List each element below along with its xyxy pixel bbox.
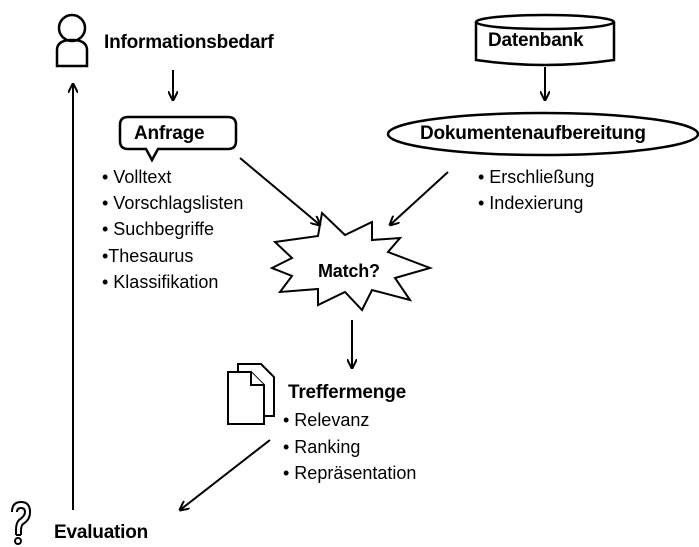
arrow-anfrage-to-match bbox=[239, 157, 320, 225]
dokumentenaufbereitung-label: Dokumentenaufbereitung bbox=[420, 123, 646, 144]
arrow-dokument-to-match bbox=[390, 171, 449, 225]
person-icon bbox=[55, 13, 89, 68]
documents-icon bbox=[227, 363, 275, 425]
anfrage-item-volltext: • Volltext bbox=[102, 167, 172, 187]
evaluation-label: Evaluation bbox=[54, 522, 149, 543]
treffer-item-ranking: • Ranking bbox=[283, 437, 361, 457]
arrow-treffer-to-evaluation bbox=[180, 439, 271, 510]
dokumentenaufbereitung-ellipse bbox=[386, 111, 699, 157]
question-mark-icon bbox=[11, 500, 32, 545]
anfrage-item-suchbegriffe: • Suchbegriffe bbox=[102, 219, 215, 239]
anfrage-item-klassifikation: • Klassifikation bbox=[102, 272, 219, 292]
datenbank-label: Datenbank bbox=[488, 30, 584, 51]
treffer-item-relevanz: • Relevanz bbox=[283, 410, 370, 430]
anfrage-label: Anfrage bbox=[134, 123, 205, 144]
dokument-item-indexierung: • Indexierung bbox=[478, 193, 584, 213]
match-starburst bbox=[269, 210, 434, 312]
anfrage-item-vorschlagslisten: • Vorschlagslisten bbox=[102, 193, 244, 213]
dokument-item-erschliessung: • Erschließung bbox=[478, 167, 595, 187]
match-label: Match? bbox=[318, 261, 380, 281]
treffermenge-label: Treffermenge bbox=[288, 382, 406, 403]
anfrage-bubble bbox=[118, 115, 238, 163]
treffer-item-repraesentation: • Repräsentation bbox=[283, 463, 417, 483]
database-icon bbox=[474, 13, 616, 67]
informationsbedarf-label: Informationsbedarf bbox=[104, 32, 274, 53]
anfrage-item-thesaurus: •Thesaurus bbox=[102, 246, 194, 266]
